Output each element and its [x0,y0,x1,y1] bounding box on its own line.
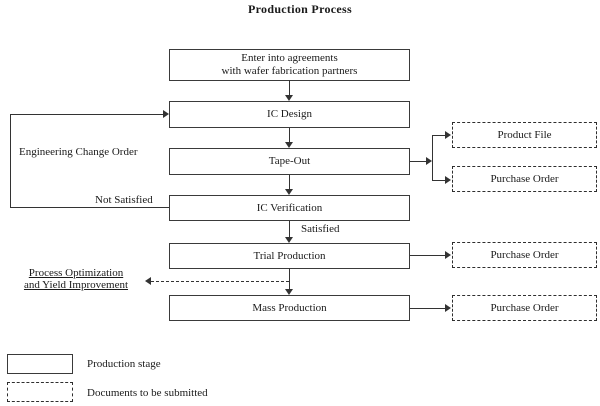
connector-mass-purchase-order [410,308,445,309]
arrow-down-icon [285,95,293,101]
connector-icdesign-tapeout [289,128,290,142]
dashed-line-process-optimization [151,281,289,282]
loop-line-from-icverification [10,207,169,208]
stage-box-mass-production: Mass Production [169,295,410,321]
arrow-right-icon [445,304,451,312]
connector-agreements-icdesign [289,80,290,95]
loop-line-vertical [10,114,11,208]
arrow-right-icon [445,251,451,259]
branch-line-vertical [432,135,433,181]
label-process-optimization-line: Process Optimization [28,267,124,279]
stage-label: IC Verification [256,201,323,214]
stage-label-line: Enter into agreements [241,52,338,64]
arrow-down-icon [285,237,293,243]
branch-line-product-file [432,135,445,136]
legend-swatch-documents [7,382,73,402]
arrow-right-icon [426,157,432,165]
label-satisfied: Satisfied [301,223,340,235]
arrow-left-icon [145,277,151,285]
arrow-down-icon [285,289,293,295]
arrow-down-icon [285,189,293,195]
doc-box-product-file: Product File [452,122,597,148]
doc-label: Purchase Order [490,173,559,185]
stage-box-ic-design: IC Design [169,101,410,128]
legend-swatch-production-stage [7,354,73,374]
stage-label-line: with wafer fabrication partners [221,65,358,77]
doc-box-purchase-order-mass: Purchase Order [452,295,597,321]
connector-tapeout-icverification [289,175,290,189]
doc-label: Purchase Order [490,249,559,261]
doc-box-purchase-order-tapeout: Purchase Order [452,166,597,192]
arrow-down-icon [285,142,293,148]
stage-label: Tape-Out [268,155,311,167]
label-process-optimization-line: and Yield Improvement [23,279,129,291]
arrow-right-icon [445,131,451,139]
stage-box-ic-verification: IC Verification [169,195,410,221]
diagram-title: Production Process [248,2,352,16]
stage-label: IC Design [267,108,312,120]
doc-label: Purchase Order [490,302,559,314]
branch-line-tapeout [410,161,426,162]
label-not-satisfied: Not Satisfied [95,194,153,206]
legend-label-production-stage: Production stage [87,358,161,370]
doc-label: Product File [497,129,552,141]
stage-box-tape-out: Tape-Out [169,148,410,175]
stage-box-agreements: Enter into agreements with wafer fabrica… [169,49,410,81]
stage-label: Mass Production [252,301,327,314]
doc-box-purchase-order-trial: Purchase Order [452,242,597,268]
stage-label: Trial Production [253,249,326,262]
connector-trial-purchase-order [410,255,445,256]
label-engineering-change-order: Engineering Change Order [19,146,138,158]
branch-line-purchase-order [432,180,445,181]
label-process-optimization: Process Optimization and Yield Improveme… [14,267,138,291]
connector-trial-mass [289,268,290,289]
arrow-right-icon [445,176,451,184]
arrow-right-icon [163,110,169,118]
legend-label-documents: Documents to be submitted [87,387,208,399]
connector-icverification-trial [289,221,290,237]
loop-line-to-icdesign [10,114,163,115]
stage-box-trial-production: Trial Production [169,243,410,269]
